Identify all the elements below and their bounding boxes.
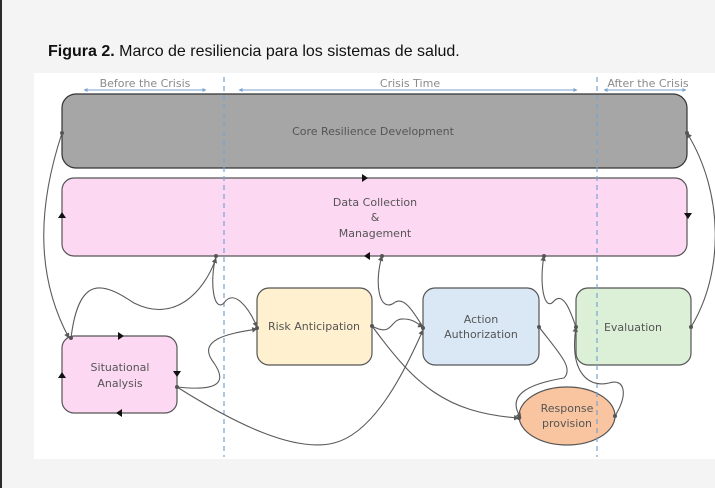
edge-action-to-response bbox=[515, 326, 568, 419]
connection-dot bbox=[175, 385, 179, 389]
evaluation-label: Evaluation bbox=[604, 321, 662, 334]
action-label-1: Action bbox=[464, 313, 498, 326]
situational-label-1: Situational bbox=[91, 361, 150, 374]
flow-arrow-left-icon bbox=[116, 409, 122, 417]
situational-label-2: Analysis bbox=[97, 377, 143, 390]
connection-dot bbox=[574, 325, 578, 329]
edge-evaluation-to-data bbox=[540, 255, 577, 328]
connection-points bbox=[60, 131, 693, 420]
node-core-resilience: Core Resilience Development bbox=[61, 93, 688, 169]
data-collection-label-2: & bbox=[371, 211, 380, 224]
connection-dot bbox=[689, 325, 693, 329]
node-risk-anticipation: Risk Anticipation bbox=[256, 287, 373, 366]
flow-arrow-up-icon bbox=[58, 212, 66, 218]
flow-arrow-down-icon bbox=[173, 371, 181, 377]
phase-before: Before the Crisis bbox=[83, 77, 207, 92]
flow-arrow-right-icon bbox=[118, 332, 124, 340]
data-collection-label-1: Data Collection bbox=[333, 196, 417, 209]
connectors bbox=[43, 132, 715, 446]
connection-dot bbox=[537, 325, 541, 329]
core-resilience-label: Core Resilience Development bbox=[292, 125, 455, 138]
edge-evaluation-to-core bbox=[686, 132, 715, 328]
phase-after-label: After the Crisis bbox=[607, 77, 689, 90]
edge-risk-to-response bbox=[371, 325, 520, 421]
caption-label: Figura 2. bbox=[48, 43, 115, 60]
response-label-2: provision bbox=[542, 417, 592, 430]
phase-during-label: Crisis Time bbox=[380, 77, 440, 90]
resilience-framework-figure: Before the Crisis Crisis Time After the … bbox=[34, 73, 715, 459]
edge-data-to-risk bbox=[212, 255, 258, 328]
caption-text: Marco de resiliencia para los sistemas d… bbox=[114, 43, 460, 60]
edge-core-to-situational bbox=[43, 132, 70, 339]
connection-dot bbox=[421, 326, 425, 330]
edge-response-to-evaluation bbox=[572, 326, 624, 417]
flow-arrow-up-icon bbox=[58, 372, 66, 378]
node-action-authorization: Action Authorization bbox=[422, 287, 540, 366]
flow-arrow-right-icon bbox=[362, 174, 368, 182]
figure-caption: Figura 2. Marco de resiliencia para los … bbox=[48, 43, 460, 61]
phase-after: After the Crisis bbox=[603, 77, 689, 92]
edge-risk-to-action bbox=[371, 318, 424, 331]
risk-anticipation-label: Risk Anticipation bbox=[268, 320, 360, 333]
node-evaluation: Evaluation bbox=[575, 287, 692, 366]
diagram-canvas: Before the Crisis Crisis Time After the … bbox=[43, 77, 715, 457]
edge-situational-to-risk bbox=[176, 327, 258, 389]
connection-dot bbox=[542, 254, 546, 258]
edge-situational-to-action bbox=[176, 329, 424, 446]
connection-dot bbox=[60, 131, 64, 135]
connection-dot bbox=[613, 414, 617, 418]
response-label-1: Response bbox=[541, 402, 594, 415]
window-left-border bbox=[0, 0, 2, 488]
edge-action-to-data bbox=[377, 255, 424, 328]
node-situational-analysis: Situational Analysis bbox=[58, 332, 181, 417]
edge-situational-to-data bbox=[70, 257, 217, 339]
phase-before-label: Before the Crisis bbox=[100, 77, 191, 90]
data-collection-label-3: Management bbox=[339, 227, 412, 240]
phase-during: Crisis Time bbox=[238, 77, 578, 92]
connection-dot bbox=[370, 324, 374, 328]
connection-dot bbox=[685, 131, 689, 135]
flow-arrow-down-icon bbox=[684, 213, 692, 219]
action-label-2: Authorization bbox=[444, 328, 518, 341]
node-data-collection: Data Collection & Management bbox=[58, 174, 692, 260]
connection-dot bbox=[517, 416, 521, 420]
connection-dot bbox=[214, 254, 218, 258]
connection-dot bbox=[255, 326, 259, 330]
connection-dot bbox=[380, 254, 384, 258]
node-response-provision: Response provision bbox=[518, 386, 616, 446]
connection-dot bbox=[69, 336, 73, 340]
flow-arrow-left-icon bbox=[364, 252, 370, 260]
